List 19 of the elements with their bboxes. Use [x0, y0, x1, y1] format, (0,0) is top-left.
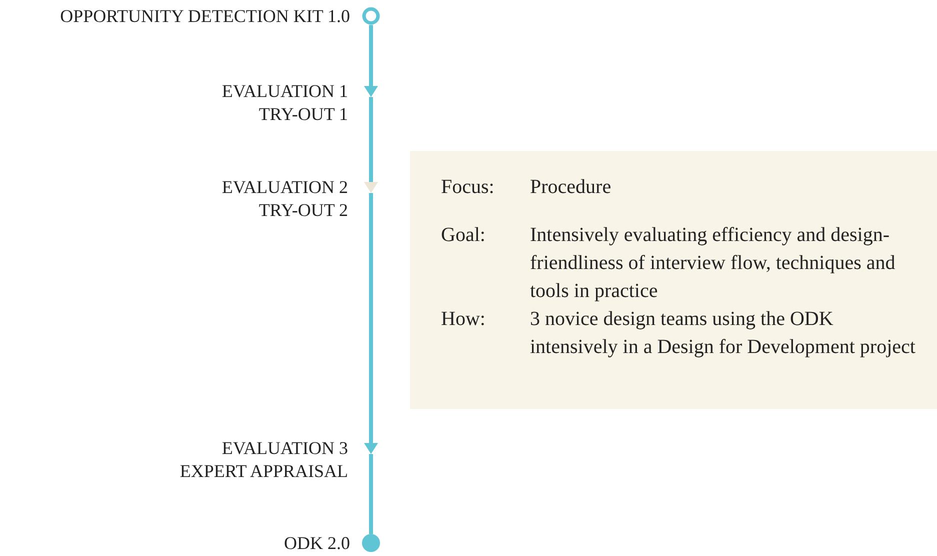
field-label: How:	[441, 307, 486, 331]
milestone-label: TRY-OUT 1	[258, 103, 348, 126]
field-label: Focus:	[441, 175, 494, 199]
milestone-label: EVALUATION 1	[222, 80, 348, 103]
timeline-line	[369, 97, 373, 182]
timeline-line	[369, 193, 373, 443]
timeline-line	[369, 25, 373, 86]
milestone-label: ODK 2.0	[284, 532, 350, 555]
milestone-label: EXPERT APPRAISAL	[180, 460, 348, 483]
field-text: Procedure	[530, 175, 612, 200]
info-panel	[410, 151, 937, 409]
milestone-label: EVALUATION 3	[220, 437, 348, 460]
field-text: 3 novice design teams using the ODK intensively in a Design for Development project	[530, 307, 916, 360]
timeline-line	[369, 454, 373, 534]
milestone-label: EVALUATION 2	[222, 176, 348, 199]
field-label: Goal:	[441, 223, 486, 247]
milestone-label: OPPORTUNITY DETECTION KIT 1.0	[60, 5, 350, 28]
field-text: Intensively evaluating efficiency and design-friendliness of interview flow, techniques and tools in practice	[530, 223, 896, 304]
milestone-label: TRY-OUT 2	[258, 199, 348, 222]
